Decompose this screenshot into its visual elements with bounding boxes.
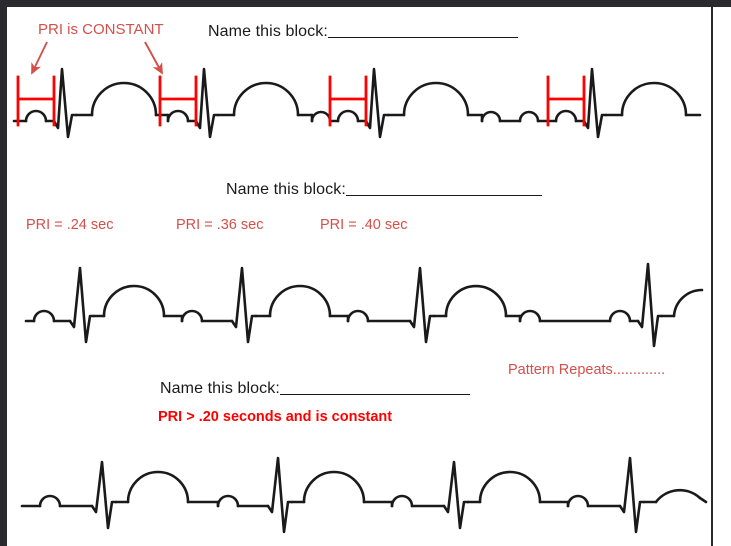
block-2-pri-label-2: PRI = .36 sec: [176, 217, 264, 233]
block-2-name-prompt: Name this block:: [226, 182, 542, 198]
block-2-pri-label-1: PRI = .24 sec: [26, 217, 114, 233]
block-3-criteria: PRI > .20 seconds and is constant: [158, 409, 393, 425]
block-3-ecg-strip: [0, 440, 711, 546]
block-3-answer-blank[interactable]: [279, 394, 470, 395]
block-1-prompt-label: Name this block:: [208, 23, 328, 40]
block-1-ecg-strip: [0, 55, 711, 145]
block-3-name-prompt: Name this block:: [160, 381, 470, 397]
block-1-annotation: PRI is CONSTANT: [38, 21, 164, 38]
block-2-answer-blank[interactable]: [345, 195, 542, 196]
block-3-prompt-label: Name this block:: [160, 380, 280, 397]
block-1-answer-blank[interactable]: [327, 37, 518, 38]
slide-frame-right: [711, 7, 713, 546]
block-2-repeat-note: Pattern Repeats.............: [508, 362, 666, 378]
pri-bracket-markers: [16, 75, 586, 127]
block-1-name-prompt: Name this block:: [208, 24, 518, 40]
block-2-ecg-strip: [0, 250, 711, 360]
slide-frame-left: [0, 0, 7, 546]
block-2-pri-label-3: PRI = .40 sec: [320, 217, 408, 233]
block-2-prompt-label: Name this block:: [226, 181, 346, 198]
slide-frame-top: [0, 0, 731, 7]
